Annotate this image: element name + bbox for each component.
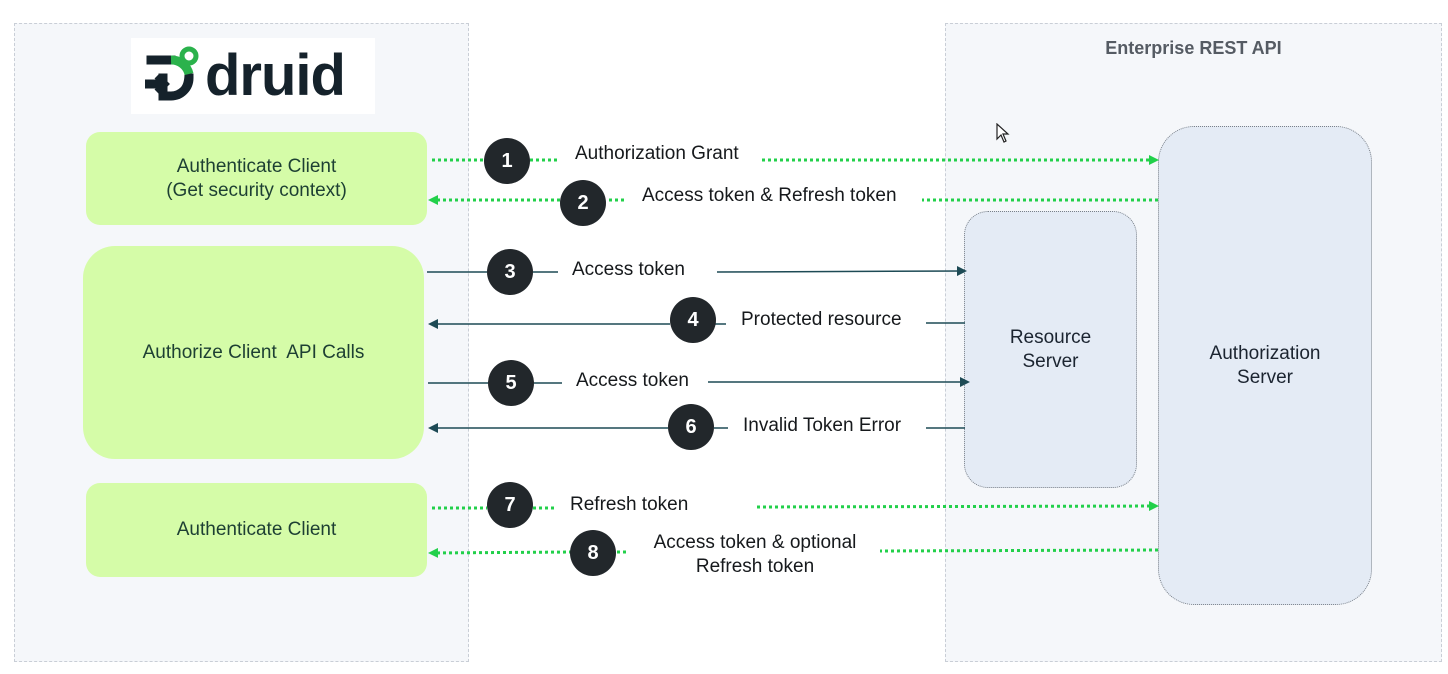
step-5-badge: 5 — [488, 360, 534, 406]
authorize-api-calls-box: Authorize Client API Calls — [83, 246, 424, 459]
step-7-label: Refresh token — [570, 494, 689, 515]
step-4-label: Protected resource — [741, 309, 902, 330]
flow-7-segment-c — [756, 501, 1159, 512]
flow-8-segment-c — [428, 547, 573, 558]
resource-server-line1: Resource — [1009, 326, 1092, 348]
flow-3-segment-c — [716, 266, 967, 277]
authenticate-client-refresh-label: Authenticate Client — [176, 519, 337, 540]
flow-8-segment-a — [879, 548, 1159, 553]
step-1-badge: 1 — [484, 138, 530, 184]
step-3-label: Access token — [572, 259, 685, 280]
step-3-badge: 3 — [487, 249, 533, 295]
mouse-pointer-icon — [996, 123, 1010, 143]
druid-logo-icon — [145, 46, 199, 101]
step-2-label: Access token & Refresh token — [642, 185, 897, 206]
authorization-server-line1: Authorization — [1209, 342, 1321, 364]
authorize-api-calls-label: Authorize Client API Calls — [142, 341, 365, 363]
step-8-label-line2: Refresh token — [695, 556, 815, 577]
step-4-badge: 4 — [670, 297, 716, 343]
authorization-server-box: Authorization Server — [1158, 126, 1372, 605]
authenticate-client-label: Authenticate Client — [176, 155, 337, 177]
step-2-badge: 2 — [560, 180, 606, 226]
step-8-badge: 8 — [570, 530, 616, 576]
authorization-server-line2: Server — [1237, 366, 1293, 388]
resource-server-box: Resource Server — [964, 211, 1137, 488]
panel-title: Enterprise REST API — [1105, 38, 1282, 58]
step-6-badge: 6 — [668, 404, 714, 450]
authenticate-client-refresh-box: Authenticate Client — [86, 483, 427, 577]
step-1-label: Authorization Grant — [575, 143, 739, 164]
authenticate-client-box: Authenticate Client (Get security contex… — [86, 132, 427, 225]
step-8-label-line1: Access token & optional — [653, 532, 857, 553]
druid-logo: druid — [131, 38, 375, 114]
logo-wordmark: druid — [205, 43, 346, 108]
step-7-badge: 7 — [487, 482, 533, 528]
step-6-label: Invalid Token Error — [743, 415, 902, 436]
step-5-label: Access token — [576, 370, 689, 391]
security-context-label: (Get security context) — [166, 179, 347, 201]
resource-server-line2: Server — [1022, 350, 1079, 372]
step-8-label: Access token & optional Refresh token — [640, 531, 870, 579]
